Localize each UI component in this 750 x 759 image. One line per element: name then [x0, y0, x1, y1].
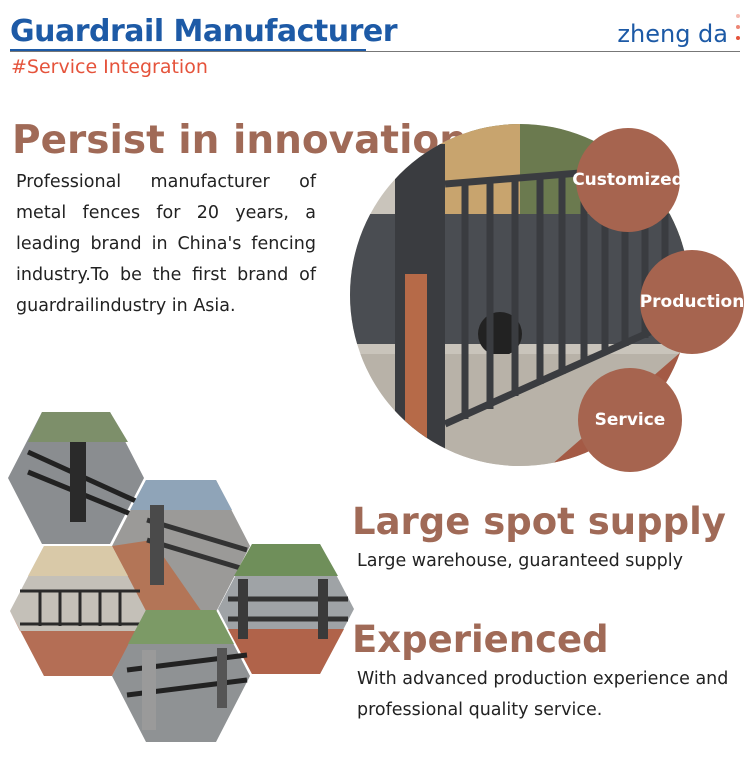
service-bubble: Service — [578, 368, 682, 472]
innovation-heading: Persist in innovation — [12, 118, 467, 163]
brand-name: zheng da — [617, 20, 728, 48]
guardrail-hex-photo-1 — [8, 412, 144, 544]
guardrail-hex-photo-3 — [10, 546, 146, 676]
page-title: Guardrail Manufacturer — [10, 14, 398, 49]
customized-bubble: Customized — [572, 128, 684, 232]
spot-supply-text: Large warehouse, guaranteed supply — [357, 551, 683, 571]
experienced-text: With advanced production experience and … — [357, 669, 729, 720]
spot-supply-heading: Large spot supply — [352, 500, 726, 543]
guardrail-hex-photo-4 — [218, 544, 354, 674]
title-underline — [10, 49, 366, 52]
guardrail-hex-photo-5 — [112, 610, 250, 742]
production-bubble: Production — [640, 250, 744, 354]
brand-dots-icon — [736, 14, 742, 44]
experienced-heading: Experienced — [352, 618, 609, 661]
innovation-text: Professional manufacturer of metal fence… — [16, 172, 316, 316]
page-subtitle: #Service Integration — [11, 56, 208, 78]
header-divider — [10, 51, 740, 52]
guardrail-hex-photo-2 — [112, 480, 250, 612]
